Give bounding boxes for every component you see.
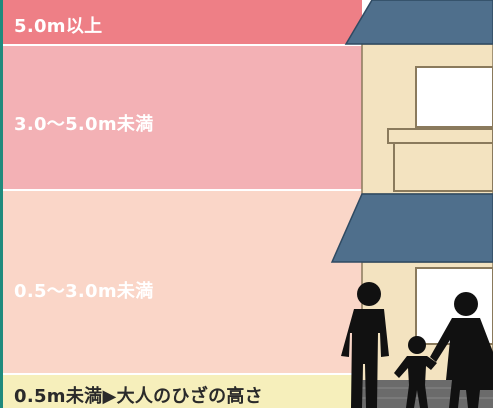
house-balcony-wall [393, 142, 493, 192]
child-silhouette [394, 336, 437, 408]
depth-label-0.5-to-3m: 0.5〜3.0m未満 [14, 281, 154, 302]
house-balcony-rail [387, 128, 493, 144]
adult-man-silhouette [341, 282, 389, 408]
depth-label-3-to-5m: 3.0〜5.0m未満 [14, 114, 154, 135]
depth-band-0.5-to-3m: 0.5〜3.0m未満 [0, 189, 362, 373]
depth-band-5m-plus: 5.0m以上 [0, 0, 362, 44]
house-upper-roof [344, 0, 493, 45]
depth-band-under-0.5m: 0.5m未満▶大人のひざの高さ [0, 373, 362, 408]
depth-band-3-to-5m: 3.0〜5.0m未満 [0, 44, 362, 189]
left-border-line [0, 0, 3, 408]
house-upper-window [415, 66, 493, 128]
adult-woman-silhouette [430, 292, 493, 408]
depth-label-5m-plus: 5.0m以上 [14, 16, 103, 37]
depth-label-under-0.5m: 0.5m未満▶大人のひざの高さ [14, 386, 263, 407]
house-lower-roof [330, 193, 493, 263]
